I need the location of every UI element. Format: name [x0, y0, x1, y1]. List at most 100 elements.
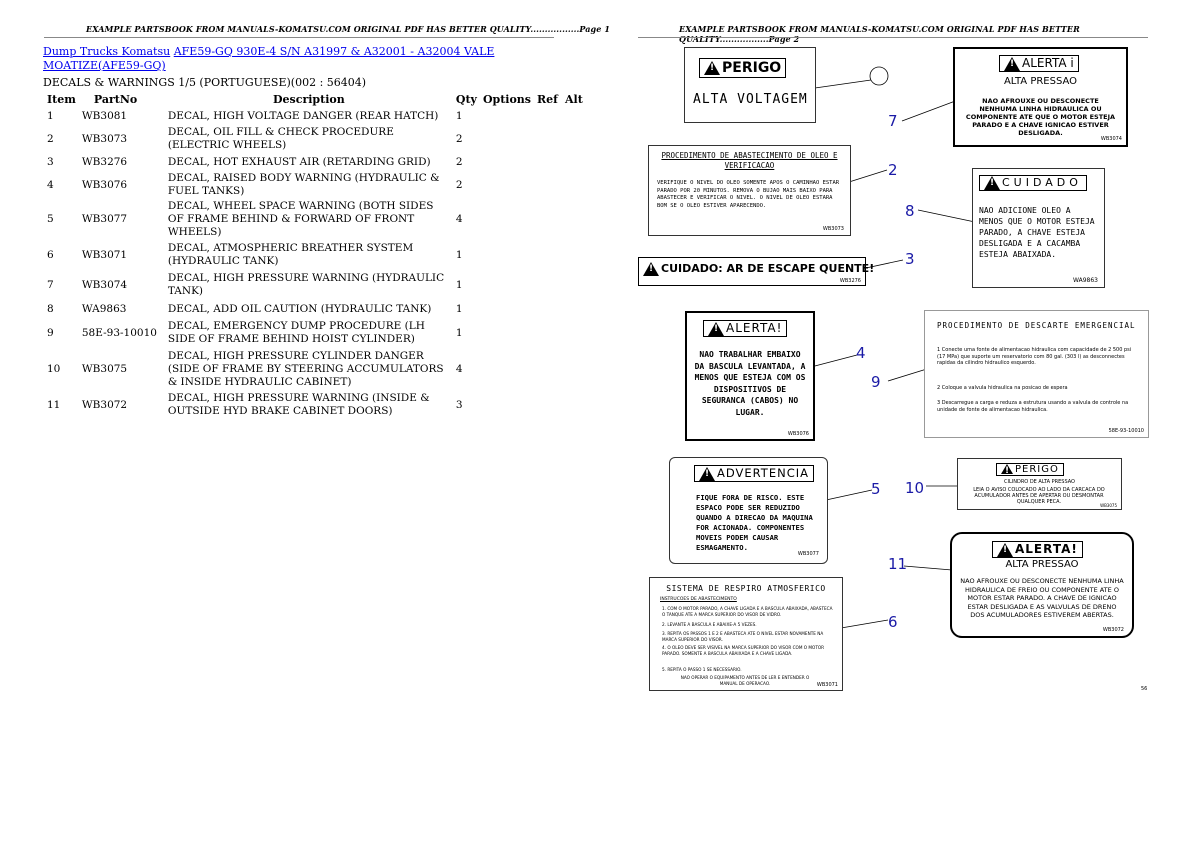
cell-qty: 4: [455, 362, 463, 375]
cell-qty: 1: [455, 302, 463, 315]
callout-11: 11: [888, 555, 908, 573]
cell-description: DECAL, EMERGENCY DUMP PROCEDURE (LH SIDE…: [167, 320, 425, 345]
table-header-row: Item PartNo Description Qty Options Ref …: [44, 91, 588, 107]
decal-6-step-4: 4. O OLEO DEVE SER VISIVEL NA MARCA SUPE…: [662, 645, 825, 656]
decal-6-step-2: 2. LEVANTE A BASCULA E ABAIXE-A 5 VEZES.: [662, 622, 757, 627]
callout-4: 4: [856, 344, 866, 362]
decal-6-footer: NAO OPERAR O EQUIPAMENTO ANTES DE LER E …: [680, 675, 810, 686]
decal-8-body: NAO ADICIONE OLEO A MENOS QUE O MOTOR ES…: [979, 206, 1095, 259]
table-row: 9 58E-93-10010 DECAL, EMERGENCY DUMP PROCE…: [44, 318, 588, 348]
cell-qty: 3: [455, 398, 463, 411]
decal-6-step-3: 3. REPITA OS PASSOS 1 E 2 E ABASTECA ATE…: [662, 631, 824, 642]
decal-10-sub: CILINDRO DE ALTA PRESSAO: [1004, 479, 1075, 485]
cell-description: DECAL, WHEEL SPACE WARNING (BOTH SIDES O…: [167, 200, 434, 238]
cell-qty: 4: [455, 213, 463, 225]
cell-qty: 2: [455, 178, 463, 191]
page-header-left: EXAMPLE PARTSBOOK FROM MANUALS-KOMATSU.C…: [86, 24, 610, 34]
callout-8: 8: [905, 202, 915, 220]
callout-2: 2: [888, 161, 898, 179]
decal-2-head: PROCEDIMENTO DE ABASTECIMENTO DE OLEO E …: [661, 151, 838, 170]
decal-5-head: ADVERTENCIA: [717, 466, 809, 480]
decal-4-head: ALERTA: [726, 321, 777, 335]
decal-6-head: SISTEMA DE RESPIRO ATMOSFERICO: [666, 584, 826, 593]
cell-qty: 1: [455, 248, 463, 261]
decal-9-step2: 2 Coloque a valvula hidraulica na posica…: [937, 385, 1068, 391]
decal-1-body: ALTA VOLTAGEM: [693, 92, 808, 107]
cell-item: 11: [47, 398, 61, 411]
decal-7-high-pressure: ALERTA i ALTA PRESSAO NAO AFROUXE OU DES…: [953, 47, 1128, 147]
callout-9: 9: [871, 373, 881, 391]
cell-item: 3: [47, 155, 54, 168]
cell-partno: WB3081: [81, 109, 128, 122]
section-title: DECALS & WARNINGS 1/5 (PORTUGUESE)(002 :…: [43, 76, 367, 89]
decal-11-brake-cabinet: ALERTA! ALTA PRESSAO NAO AFROUXE OU DESC…: [950, 532, 1134, 638]
decal-9-step3: 3 Descarregue a carga e reduza a estrutu…: [937, 400, 1129, 413]
cell-partno: WB3075: [81, 362, 128, 375]
header-rule-right: [638, 37, 1148, 38]
decal-2-oil-fill: PROCEDIMENTO DE ABASTECIMENTO DE OLEO E …: [648, 145, 851, 236]
cell-description: DECAL, ADD OIL CAUTION (HYDRAULIC TANK): [167, 302, 432, 315]
cell-item: 8: [47, 302, 54, 315]
decal-3-code: WB3276: [839, 278, 861, 284]
decal-6-step-5: 5. REPITA O PASSO 1 SE NECESSARIO.: [662, 667, 742, 672]
decal-4-body: NAO TRABALHAR EMBAIXO DA BASCULA LEVANTA…: [694, 350, 806, 417]
callout-5: 5: [871, 480, 881, 498]
decal-7-body: NAO AFROUXE OU DESCONECTE NENHUMA LINHA …: [965, 97, 1116, 137]
cell-qty: 2: [455, 132, 463, 145]
table-row: 4 WB3076 DECAL, RAISED BODY WARNING (HYDRA…: [44, 171, 588, 199]
cell-item: 10: [47, 362, 61, 375]
decal-3-hot-exhaust: CUIDADO: AR DE ESCAPE QUENTE! WB3276: [638, 257, 874, 286]
cell-item: 9: [47, 326, 54, 339]
cell-description: DECAL, RAISED BODY WARNING (HYDRAULIC & …: [167, 172, 440, 197]
col-alt: Alt: [565, 92, 583, 106]
decal-7-sub: ALTA PRESSAO: [1003, 76, 1078, 87]
cell-partno: WB3074: [81, 278, 128, 291]
cell-item: 4: [47, 178, 54, 191]
cell-qty: 1: [455, 278, 463, 291]
decal-10-code: WB3075: [1100, 503, 1117, 508]
cell-description: DECAL, HOT EXHAUST AIR (RETARDING GRID): [167, 155, 431, 168]
decal-6-code: WB3071: [816, 682, 838, 688]
warning-triangle-icon: [704, 61, 720, 75]
callout-1-circle: [869, 66, 889, 86]
warning-triangle-icon: [643, 262, 659, 276]
warning-triangle-icon: [708, 321, 724, 336]
cell-partno: 58E-93-10010: [81, 326, 157, 339]
cell-description: DECAL, HIGH VOLTAGE DANGER (REAR HATCH): [167, 109, 439, 122]
callout-3: 3: [905, 250, 915, 268]
cell-description: DECAL, HIGH PRESSURE CYLINDER DANGER (SI…: [167, 349, 444, 388]
decal-8-code: WA9863: [1073, 277, 1098, 284]
decal-7-code: WB3074: [1100, 136, 1122, 142]
decal-11-code: WB3072: [1102, 627, 1124, 633]
cell-item: 1: [47, 109, 54, 122]
warning-triangle-icon: [984, 176, 1000, 190]
cell-description: DECAL, ATMOSPHERIC BREATHER SYSTEM (HYDR…: [167, 242, 414, 267]
cell-partno: WB3073: [81, 132, 128, 145]
decal-9-step1: 1 Conecte uma fonte de alimentacao hidra…: [937, 347, 1132, 366]
col-qty: Qty: [455, 92, 477, 106]
breadcrumb-link-model[interactable]: AFE59-GQ 930E-4 S/N A31997 & A32001 - A3…: [43, 45, 495, 72]
cell-partno: WB3076: [81, 178, 128, 191]
decal-4-raised-body: ALERTA! NAO TRABALHAR EMBAIXO DA BASCULA…: [685, 311, 815, 441]
decal-2-body: VERIFIQUE O NIVEL DO OLEO SOMENTE APOS O…: [657, 180, 840, 209]
breadcrumb-link-dump-trucks[interactable]: Dump Trucks Komatsu: [43, 45, 171, 58]
decal-5-wheel-space: ADVERTENCIA FIQUE FORA DE RISCO. ESTE ES…: [669, 457, 828, 564]
decal-11-body: NAO AFROUXE OU DESCONECTE NENHUMA LINHA …: [960, 577, 1124, 619]
decal-6-step-1: 1. COM O MOTOR PARADO, A CHAVE LIGADA E …: [662, 606, 833, 617]
cell-partno: WB3276: [81, 155, 128, 168]
warning-triangle-icon: [699, 466, 715, 481]
callout-6: 6: [888, 613, 898, 631]
decal-10-cylinder-danger: PERIGO CILINDRO DE ALTA PRESSAO LEIA O A…: [957, 458, 1122, 510]
cell-item: 5: [47, 213, 54, 225]
cell-partno: WB3071: [81, 248, 128, 261]
decal-8-add-oil-caution: CUIDADO NAO ADICIONE OLEO A MENOS QUE O …: [972, 168, 1105, 288]
drawing-page-number: 56: [1141, 686, 1148, 692]
decal-9-emergency-dump: PROCEDIMENTO DE DESCARTE EMERGENCIAL 1 C…: [924, 310, 1149, 438]
decal-9-code: 58E-93-10010: [1108, 428, 1144, 434]
decal-11-head: ALERTA: [1015, 542, 1072, 556]
